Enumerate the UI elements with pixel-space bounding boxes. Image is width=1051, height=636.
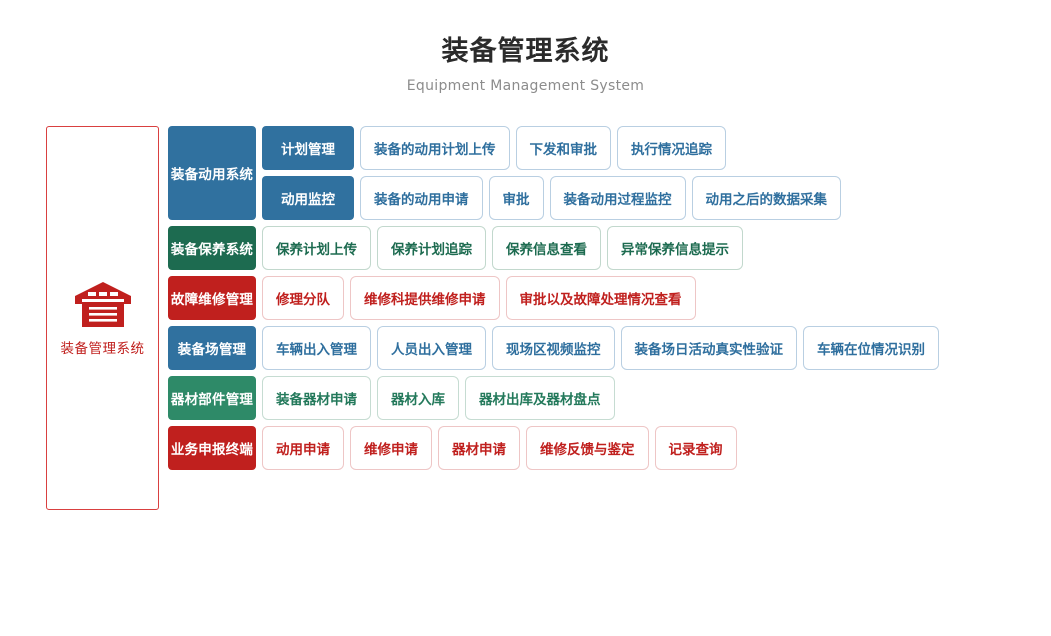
warehouse-icon — [74, 280, 132, 328]
leaf-card[interactable]: 下发和审批 — [515, 126, 611, 170]
leaf-card[interactable]: 保养计划上传 — [262, 226, 371, 270]
leaf-card[interactable]: 装备场日活动真实性验证 — [620, 326, 797, 370]
leaf-card[interactable]: 装备的动用申请 — [360, 176, 483, 220]
leaf-card[interactable]: 动用之后的数据采集 — [691, 176, 841, 220]
system-architecture-board: 装备管理系统 装备动用系统 计划管理 装备的动用计划上传 下发和审批 执行情况追… — [0, 126, 1051, 510]
leaf-card[interactable]: 器材出库及器材盘点 — [465, 376, 615, 420]
leaf-card[interactable]: 车辆出入管理 — [262, 326, 371, 370]
page-subtitle: Equipment Management System — [406, 78, 645, 95]
leaf-card[interactable]: 车辆在位情况识别 — [803, 326, 939, 370]
row-business-declaration-terminal: 业务申报终端 动用申请 维修申请 器材申请 维修反馈与鉴定 记录查询 — [168, 426, 939, 470]
subsystem-rows: 装备动用系统 计划管理 装备的动用计划上传 下发和审批 执行情况追踪 动用监控 … — [168, 126, 939, 470]
leaf-card[interactable]: 装备器材申请 — [262, 376, 371, 420]
leaf-card[interactable]: 保养计划追踪 — [377, 226, 486, 270]
row-equipment-yard-management: 装备场管理 车辆出入管理 人员出入管理 现场区视频监控 装备场日活动真实性验证 … — [168, 326, 939, 370]
leaf-card[interactable]: 修理分队 — [262, 276, 344, 320]
category-tile-fault-repair-management[interactable]: 故障维修管理 — [168, 276, 256, 320]
leaf-card[interactable]: 维修科提供维修申请 — [350, 276, 500, 320]
category-tile-equipment-parts-management[interactable]: 器材部件管理 — [168, 376, 256, 420]
leaf-card[interactable]: 动用申请 — [262, 426, 344, 470]
page-title: 装备管理系统 — [441, 36, 610, 67]
leaf-card[interactable]: 执行情况追踪 — [617, 126, 726, 170]
subgroup-tile-plan-management[interactable]: 计划管理 — [262, 126, 354, 170]
leaf-card[interactable]: 审批 — [488, 176, 544, 220]
row-equipment-parts-management: 器材部件管理 装备器材申请 器材入库 器材出库及器材盘点 — [168, 376, 939, 420]
subrow-dispatch-monitoring: 动用监控 装备的动用申请 审批 装备动用过程监控 动用之后的数据采集 — [262, 176, 841, 220]
leaf-card[interactable]: 审批以及故障处理情况查看 — [505, 276, 696, 320]
leaf-card[interactable]: 记录查询 — [654, 426, 737, 470]
leaf-card[interactable]: 异常保养信息提示 — [607, 226, 743, 270]
category-tile-equipment-dispatch[interactable]: 装备动用系统 — [168, 126, 256, 220]
category-tile-equipment-yard-management[interactable]: 装备场管理 — [168, 326, 256, 370]
leaf-card[interactable]: 维修申请 — [350, 426, 432, 470]
leaf-card[interactable]: 现场区视频监控 — [492, 326, 615, 370]
row-equipment-maintenance: 装备保养系统 保养计划上传 保养计划追踪 保养信息查看 异常保养信息提示 — [168, 226, 939, 270]
page-header: 装备管理系统 Equipment Management System — [0, 0, 1051, 94]
leaf-card[interactable]: 器材入库 — [377, 376, 459, 420]
system-root-label: 装备管理系统 — [60, 340, 145, 357]
system-root-panel[interactable]: 装备管理系统 — [46, 126, 159, 510]
subgroup-tile-dispatch-monitoring[interactable]: 动用监控 — [262, 176, 354, 220]
leaf-card[interactable]: 维修反馈与鉴定 — [526, 426, 649, 470]
row-fault-repair-management: 故障维修管理 修理分队 维修科提供维修申请 审批以及故障处理情况查看 — [168, 276, 939, 320]
category-tile-equipment-maintenance[interactable]: 装备保养系统 — [168, 226, 256, 270]
row-equipment-dispatch: 装备动用系统 计划管理 装备的动用计划上传 下发和审批 执行情况追踪 动用监控 … — [168, 126, 939, 220]
category-tile-business-declaration-terminal[interactable]: 业务申报终端 — [168, 426, 256, 470]
subrow-plan-management: 计划管理 装备的动用计划上传 下发和审批 执行情况追踪 — [262, 126, 841, 170]
leaf-card[interactable]: 装备动用过程监控 — [549, 176, 686, 220]
subgroups-equipment-dispatch: 计划管理 装备的动用计划上传 下发和审批 执行情况追踪 动用监控 装备的动用申请… — [262, 126, 841, 220]
leaf-card[interactable]: 装备的动用计划上传 — [360, 126, 510, 170]
leaf-card[interactable]: 器材申请 — [438, 426, 520, 470]
leaf-card[interactable]: 人员出入管理 — [377, 326, 486, 370]
leaf-card[interactable]: 保养信息查看 — [492, 226, 601, 270]
